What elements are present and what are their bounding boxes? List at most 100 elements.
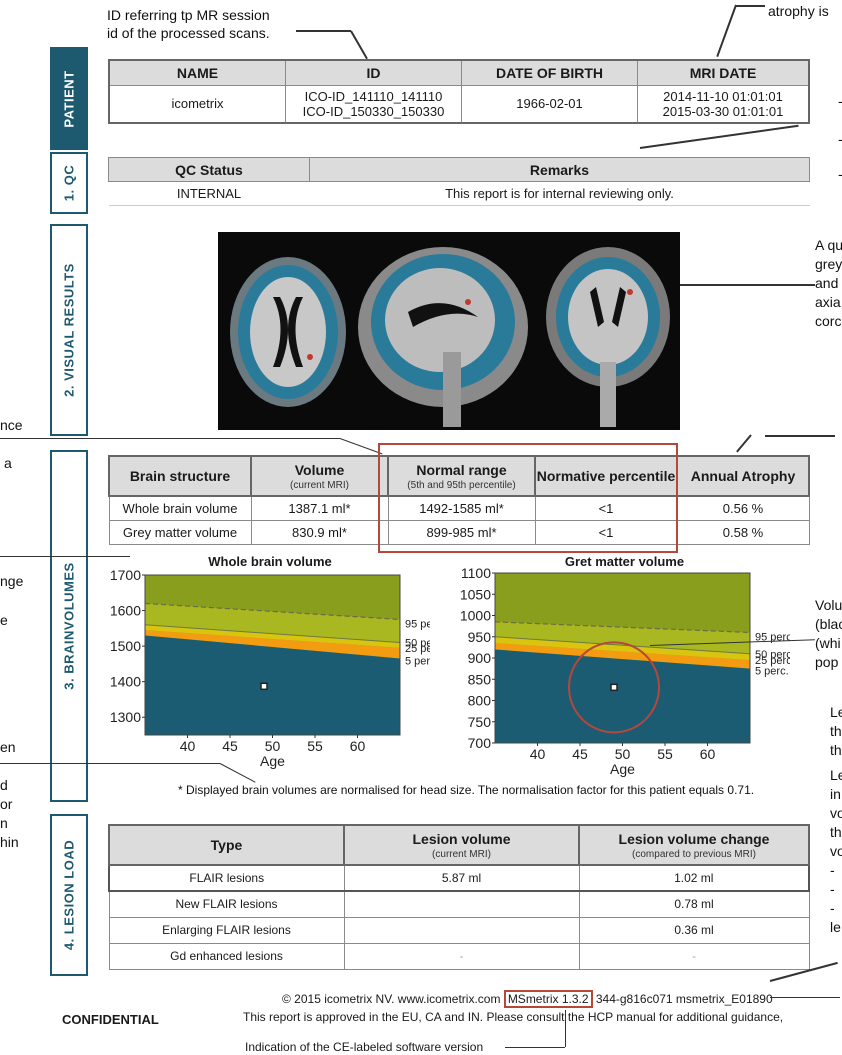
- copyright-line: © 2015 icometrix NV. www.icometrix.com M…: [282, 990, 773, 1008]
- header-name: NAME: [108, 59, 286, 86]
- header-volume: Volume(current MRI): [250, 455, 389, 497]
- y-tick-label: 1600: [110, 603, 141, 619]
- left-annotation: hin: [0, 834, 19, 850]
- lesion-row-type: New FLAIR lesions: [108, 890, 345, 918]
- callout-line: [0, 763, 220, 764]
- header-normative-percentile: Normative percentile: [534, 455, 678, 497]
- row-structure: Grey matter volume: [108, 519, 252, 545]
- row-atrophy: 0.58 %: [676, 519, 810, 545]
- header-normal-range: Normal range(5th and 95th percentile): [387, 455, 536, 497]
- callout-line: [339, 438, 383, 455]
- lesion-row-volume: [343, 916, 580, 944]
- volumes-annotation: Volu (blac (whi pop: [815, 597, 842, 670]
- y-tick-label: 1300: [110, 709, 141, 725]
- left-annotation: n: [0, 815, 8, 831]
- callout-line: [0, 556, 130, 557]
- y-tick-label: 800: [468, 693, 492, 709]
- x-tick-label: 55: [307, 738, 323, 754]
- lesion-row-type: FLAIR lesions: [108, 864, 344, 892]
- x-tick-label: 45: [222, 738, 238, 754]
- right-mark: -: [838, 130, 842, 148]
- patient-table: NAME ID DATE OF BIRTH MRI DATE icometrix…: [108, 59, 810, 124]
- callout-line: [505, 1047, 565, 1048]
- percentile-95-line: [494, 621, 751, 634]
- band-5-25: [145, 630, 400, 659]
- callout-line: [765, 435, 835, 437]
- percentile-label: 25 perc.: [405, 643, 430, 655]
- header-lesion-volume: Lesion volume(current MRI): [343, 824, 580, 866]
- lesion-row-volume: [343, 890, 580, 918]
- highlight-circle: [568, 641, 660, 734]
- y-tick-label: 750: [468, 714, 492, 730]
- y-tick-label: 900: [468, 650, 492, 666]
- header-annual-atrophy: Annual Atrophy: [676, 455, 810, 497]
- qc-table: QC Status Remarks INTERNAL This report i…: [108, 157, 810, 206]
- y-tick-label: 950: [468, 629, 492, 645]
- callout-line: [296, 30, 351, 32]
- y-tick-label: 1100: [461, 565, 491, 581]
- left-annotation: d: [0, 777, 8, 793]
- header-remarks: Remarks: [309, 157, 810, 182]
- callout-line: [736, 434, 752, 453]
- y-tick-label: 1000: [460, 608, 491, 624]
- y-tick-label: 850: [468, 671, 492, 687]
- y-tick-label: 1700: [110, 567, 141, 583]
- percentile-label: 5 perc.: [755, 666, 789, 678]
- lesion-row-type: Gd enhanced lesions: [108, 942, 345, 970]
- id-annotation: ID referring tp MR session id of the pro…: [107, 7, 270, 41]
- row-structure: Whole brain volume: [108, 495, 252, 521]
- atrophy-annotation: atrophy is: [768, 3, 829, 19]
- percentile-50-line: [144, 624, 401, 644]
- section-tab-visual-results: 2. VISUAL RESULTS: [50, 224, 88, 436]
- right-mark: -: [838, 92, 842, 110]
- lesion-row-type: Enlarging FLAIR lesions: [108, 916, 345, 944]
- band-50-95: [495, 621, 750, 654]
- lesion-row-volume: -: [343, 942, 580, 970]
- callout-line: [350, 30, 368, 60]
- left-annotation: a: [4, 455, 12, 471]
- callout-line: [565, 1010, 566, 1047]
- percentile-label: 50 perc.: [405, 638, 430, 650]
- lesion-row-change: 1.02 ml: [579, 864, 810, 892]
- row-normal: 1492-1585 ml*: [387, 495, 536, 521]
- x-tick-label: 50: [265, 738, 281, 754]
- row-percentile: <1: [534, 519, 678, 545]
- patient-dob: 1966-02-01: [461, 84, 638, 124]
- lesion-row-volume: 5.87 ml: [343, 864, 580, 892]
- row-volume: 1387.1 ml*: [250, 495, 389, 521]
- lesion-row-change: 0.78 ml: [578, 890, 810, 918]
- lesion-annotation-1: Le th th: [830, 704, 842, 758]
- header-type: Type: [108, 824, 345, 866]
- left-annotation: or: [0, 796, 13, 812]
- x-tick-label: 40: [530, 746, 546, 762]
- normalisation-footnote: * Displayed brain volumes are normalised…: [178, 783, 755, 797]
- band-below-5: [495, 649, 750, 743]
- y-tick-label: 700: [468, 735, 492, 751]
- patient-name: icometrix: [108, 84, 286, 124]
- y-tick-label: 1500: [110, 638, 141, 654]
- section-tab-qc: 1. QC: [50, 152, 88, 214]
- brain-volume-table: Brain structure Volume(current MRI) Norm…: [108, 455, 810, 545]
- patient-point: [610, 683, 618, 692]
- y-tick-label: 1400: [110, 674, 141, 690]
- lesion-row-change: 0.36 ml: [578, 916, 810, 944]
- band-5-25: [495, 643, 750, 669]
- row-volume: 830.9 ml*: [250, 519, 389, 545]
- confidential-label: CONFIDENTIAL: [62, 1012, 159, 1027]
- left-annotation: nge: [0, 573, 24, 589]
- chart-title-grey-matter: Gret matter volume: [564, 554, 685, 569]
- x-tick-label: 50: [615, 746, 631, 762]
- visual-results-annotation: A qu grey and axia corc: [815, 237, 842, 329]
- header-mri-date: MRI DATE: [637, 59, 810, 86]
- callout-line: [680, 284, 815, 286]
- band-below-5: [145, 635, 400, 735]
- qc-status: INTERNAL: [108, 181, 310, 206]
- header-dob: DATE OF BIRTH: [461, 59, 638, 86]
- header-id: ID: [285, 59, 462, 86]
- x-axis-label: Age: [610, 761, 635, 777]
- percentile-label: 5 perc.: [405, 656, 430, 668]
- percentile-label: 50 perc.: [755, 649, 790, 661]
- section-tab-brainvolumes: 3. BRAINVOLUMES: [50, 450, 88, 802]
- qc-remark: This report is for internal reviewing on…: [309, 181, 810, 206]
